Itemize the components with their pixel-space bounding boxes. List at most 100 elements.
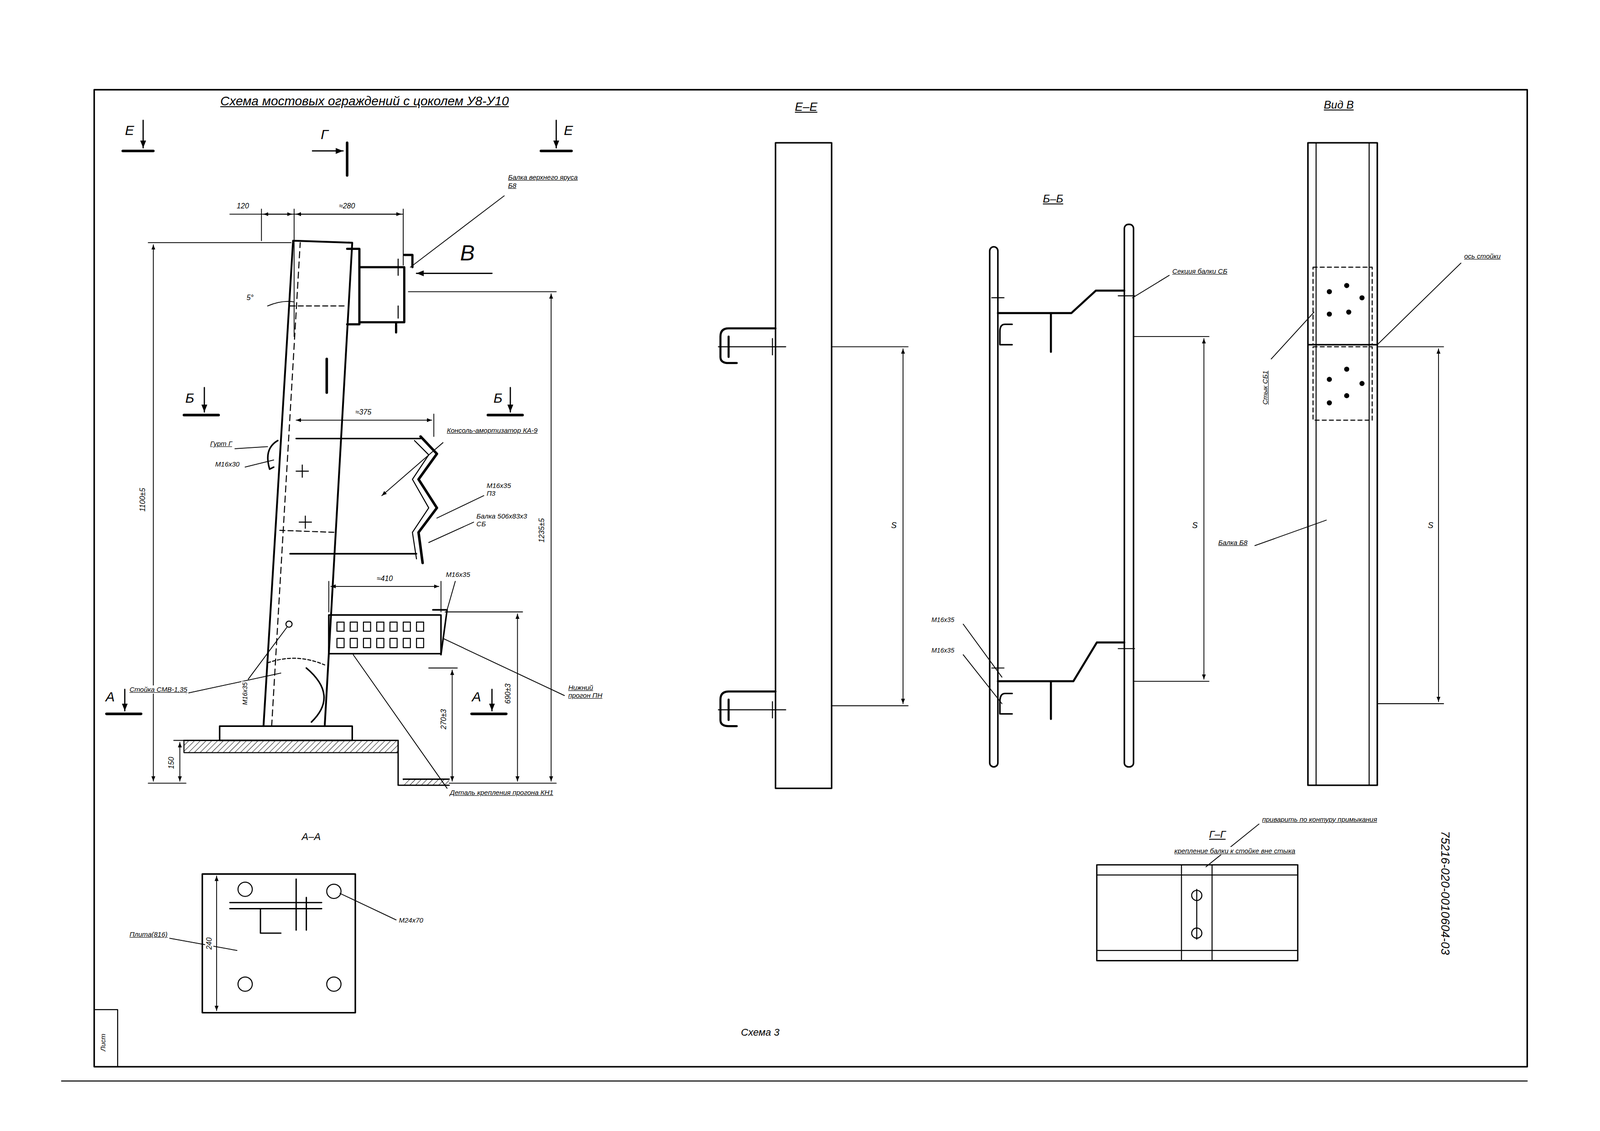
view-v-part-part [1326,289,1332,295]
drawing-title: Схема мостовых ограждений с цоколем У8-У… [219,93,510,109]
section-b-b-part [999,324,1013,345]
section-markers-part [142,120,145,148]
dimension-lines-part [328,581,442,613]
dimension-lines-part [1377,346,1444,704]
view-heading: Е–Е [794,100,819,115]
view-v-part-part [1346,309,1352,315]
dimension-lines-part [902,348,904,704]
dimension-text: S [1191,520,1199,531]
dimension-lines-part [152,244,154,782]
dimension-text: ≈280 [337,202,356,211]
section-a-a-part [238,976,253,992]
barrier-main-view-part [347,249,413,333]
section-a-a-part [202,873,356,1013]
dimension-lines-part [296,419,432,421]
section-e-e-part [718,701,786,719]
dimension-lines-part [1438,348,1439,702]
callout-label: Нижний прогон ПН [567,683,618,700]
barrier-main-view-part [328,614,442,654]
section-b-b-part [997,290,1125,352]
callout-label: Плита(816) [128,930,169,939]
section-markers-part [416,272,492,275]
leader-lines-part [234,446,268,449]
section-markers-part [124,689,126,712]
section-letter: Е [562,122,574,139]
section-markers [106,120,572,714]
dimension-text: S [890,520,898,531]
callout-label: М16х35 [444,570,471,579]
dimension-lines-part [428,667,458,669]
section-markers-part [312,150,343,152]
dimension-text: 5° [245,293,255,302]
view-v-part-part [1359,295,1365,301]
section-letter: А [104,689,116,706]
dimension-text: 150 [167,756,176,771]
barrier-main-view-part [285,621,292,628]
section-a-a-part [238,882,253,897]
dimension-lines-part [408,291,556,784]
sheet-frame-part [61,1080,1528,1082]
dimension-lines-part [433,414,435,437]
view-v [1308,142,1378,786]
leader-lines-part [963,654,1003,704]
sheet-note: Лист [98,1033,107,1053]
leader-lines-part [1254,519,1327,546]
section-letter: А [471,689,483,706]
sheet-frame-part [94,89,1528,1067]
section-b-b-part [991,296,1135,298]
section-letter: Г [319,126,329,143]
section-letter: В [459,240,476,266]
section-e-e-part [775,142,832,789]
view-v-part-part [1326,376,1332,382]
dimension-lines-part [179,742,181,782]
callout-label: Гурт Г [209,439,234,448]
dimension-lines-part [296,213,401,215]
barrier-main-view-part [412,440,429,559]
callout-label: Балка Б8 [1217,538,1249,547]
section-markers-part [106,142,572,714]
section-letter: Б [184,389,196,406]
view-v-part-part [1344,283,1350,289]
view-v-part [1308,142,1378,786]
dimension-text: S [1427,520,1435,531]
callout-label: Секция балки СБ [1171,267,1229,276]
view-v-part [1316,142,1370,786]
callout-label: М16х35 [241,681,249,707]
leader-lines-part [244,460,274,468]
view-heading: Вид В [1323,98,1355,112]
sheet-frame [61,89,1528,1082]
view-v-part [1313,346,1373,421]
dimension-lines-part [229,213,404,215]
dimension-lines-part [267,240,295,337]
section-a-a-part [326,884,341,899]
callout-label: крепление балки к стойке вне стыка [1173,846,1297,855]
callout-label: М16х35 П3 [485,481,515,498]
leader-lines-part [169,938,238,951]
leader-lines-part [1205,824,1259,868]
view-v-part-part [1344,393,1350,399]
view-heading: Б–Б [1042,192,1065,206]
leader-lines-part [446,581,456,611]
section-b-b-part [989,246,998,767]
sheet-note: Схема 3 [740,1026,781,1039]
barrier-main-view [183,240,449,786]
leader-lines-part [1377,263,1461,345]
section-markers-part [491,689,493,712]
section-b-b [989,224,1135,768]
dimension-lines-part [451,670,453,782]
callout-label: Стойка СМВ-1,35 [128,685,189,694]
leader-lines-part [428,522,474,543]
section-e-e [718,142,832,789]
section-b-b-part [997,642,1125,720]
barrier-main-view-part [296,465,312,529]
barrier-main-view-part [337,622,424,648]
dimension-text: 120 [235,202,250,211]
dimension-lines-part [263,213,293,215]
callout-label: М16х35 [930,616,956,624]
dimension-lines-part [550,293,552,782]
leader-lines-part [410,195,505,268]
section-e-e-part [718,338,786,355]
section-a-a [202,873,356,1013]
callout-label: М24х70 [398,916,425,925]
